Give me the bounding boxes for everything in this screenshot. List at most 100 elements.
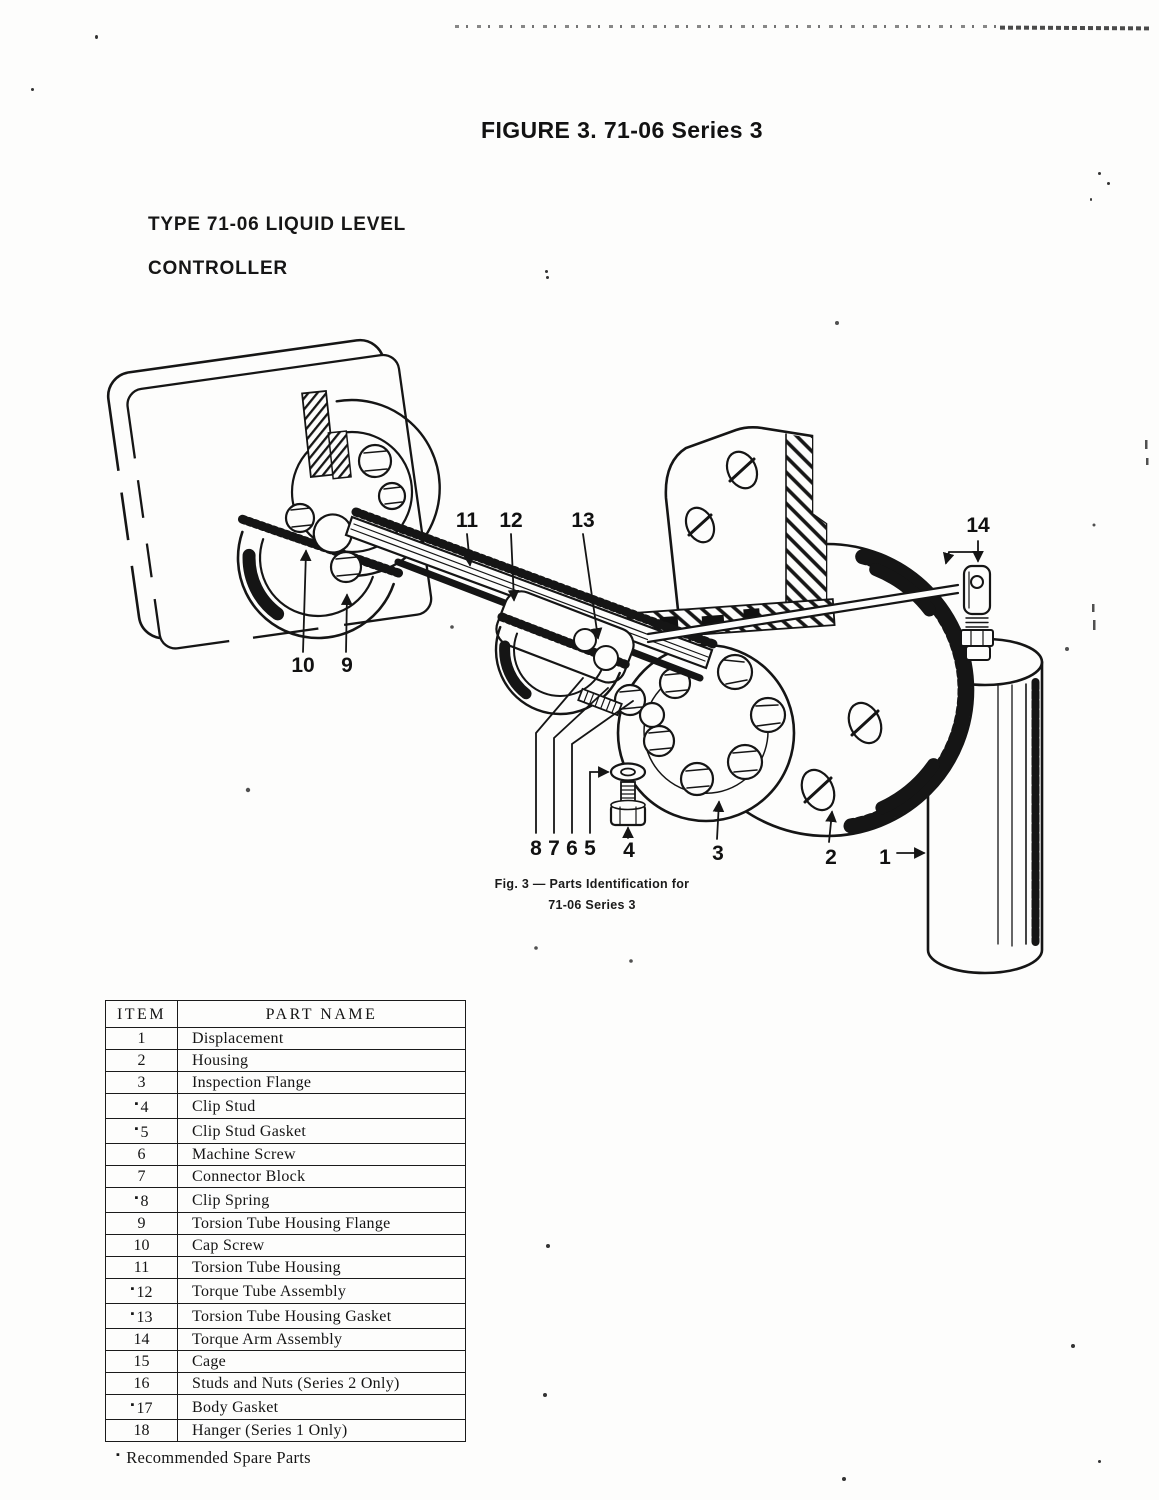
footnote-asterisk: ▪: [116, 1449, 121, 1461]
spare-marker: ▪: [134, 1123, 139, 1135]
scan-speck: [1071, 1344, 1075, 1348]
callout-1: 1: [879, 846, 891, 869]
callout-14: 14: [966, 514, 990, 537]
spare-marker: ▪: [134, 1192, 139, 1204]
product-heading: TYPE 71-06 LIQUID LEVEL CONTROLLER: [148, 192, 406, 302]
upper-flange-plate: [626, 426, 836, 641]
scan-speck: [842, 1477, 846, 1481]
scan-speck: [1090, 198, 1092, 201]
item-cell: ▪8: [105, 1187, 178, 1213]
part-name-cell: Torsion Tube Housing Gasket: [177, 1303, 466, 1329]
callout-8: 8: [530, 837, 542, 860]
item-cell: ▪13: [105, 1303, 178, 1329]
scan-speck: [543, 1393, 547, 1397]
part-name-cell: Torsion Tube Housing Flange: [177, 1212, 466, 1235]
item-cell: 2: [105, 1049, 178, 1072]
callout-9: 9: [341, 654, 353, 677]
callout-10: 10: [291, 654, 314, 677]
item-cell: 14: [105, 1328, 178, 1351]
item-column-header: ITEM: [105, 1000, 178, 1028]
part-name-cell: Torque Arm Assembly: [177, 1328, 466, 1351]
part-name-cell: Cage: [177, 1350, 466, 1373]
item-cell: 6: [105, 1143, 178, 1166]
part-name-cell: Body Gasket: [177, 1394, 466, 1420]
torsion-tube-flange: [236, 513, 406, 640]
figure-caption: Fig. 3 — Parts Identification for 71-06 …: [452, 874, 732, 916]
item-cell: 7: [105, 1165, 178, 1188]
item-cell: ▪4: [105, 1093, 178, 1119]
part-name-cell: Clip Stud: [177, 1093, 466, 1119]
cap-screw-bolts: [284, 443, 407, 584]
torque-arm: [646, 583, 960, 644]
item-cell: 3: [105, 1071, 178, 1094]
callout-4: 4: [623, 839, 635, 862]
table-header-row: ITEM PART NAME: [105, 1000, 466, 1028]
hatched-column: [301, 389, 352, 480]
scan-speck: [545, 270, 548, 273]
part-name-cell: Hanger (Series 1 Only): [177, 1419, 466, 1442]
scan-speck: [1098, 172, 1101, 175]
inspection-flange: [616, 643, 796, 823]
part-name-cell: Clip Spring: [177, 1187, 466, 1213]
figure-title: FIGURE 3. 71-06 Series 3: [481, 117, 763, 143]
spare-marker: ▪: [134, 1098, 139, 1110]
stud-washer-detail: [609, 762, 647, 827]
part-name-cell: Inspection Flange: [177, 1071, 466, 1094]
product-heading-line1: TYPE 71-06 LIQUID LEVEL: [148, 214, 407, 235]
figure-caption-line1: Fig. 3 — Parts Identification for: [494, 877, 690, 891]
scan-speck: [95, 35, 98, 39]
item-cell: 1: [105, 1027, 178, 1050]
figure-caption-line2: 71-06 Series 3: [548, 898, 636, 912]
part-name-column-header: PART NAME: [177, 1000, 466, 1028]
part-name-cell: Housing: [177, 1049, 466, 1072]
callout-11: 11: [456, 509, 479, 532]
clip-stud: [577, 687, 623, 717]
scan-speck: [546, 1244, 550, 1248]
scan-speck: [31, 88, 34, 91]
connector-block-assembly: [494, 590, 666, 729]
callout-7: 7: [548, 837, 560, 860]
part-name-cell: Cap Screw: [177, 1234, 466, 1257]
scan-speck: [546, 276, 549, 279]
item-cell: 11: [105, 1256, 178, 1279]
callout-labels: 11 12 13 14 10 9 8 7 6 5 4 3 2 1: [291, 509, 990, 869]
part-name-cell: Torque Tube Assembly: [177, 1278, 466, 1304]
clip-stud-bolt: [609, 781, 647, 827]
item-cell: ▪5: [105, 1118, 178, 1144]
callout-5: 5: [584, 837, 596, 860]
spare-marker: ▪: [130, 1283, 135, 1295]
leader-lines: [299, 533, 984, 859]
part-name-cell: Torsion Tube Housing: [177, 1256, 466, 1279]
item-cell: 18: [105, 1419, 178, 1442]
callout-13: 13: [571, 509, 594, 532]
part-name-cell: Displacement: [177, 1027, 466, 1050]
spare-marker: ▪: [130, 1399, 135, 1411]
footnote-text: Recommended Spare Parts: [126, 1448, 311, 1467]
item-cell: 15: [105, 1350, 178, 1373]
part-name-cell: Connector Block: [177, 1165, 466, 1188]
product-heading-line2: CONTROLLER: [148, 258, 288, 279]
callout-12: 12: [499, 509, 522, 532]
item-cell: 9: [105, 1212, 178, 1235]
item-cell: 10: [105, 1234, 178, 1257]
callout-2: 2: [825, 846, 837, 869]
spare-marker: ▪: [130, 1308, 135, 1320]
spare-parts-footnote: ▪ Recommended Spare Parts: [116, 1448, 311, 1468]
